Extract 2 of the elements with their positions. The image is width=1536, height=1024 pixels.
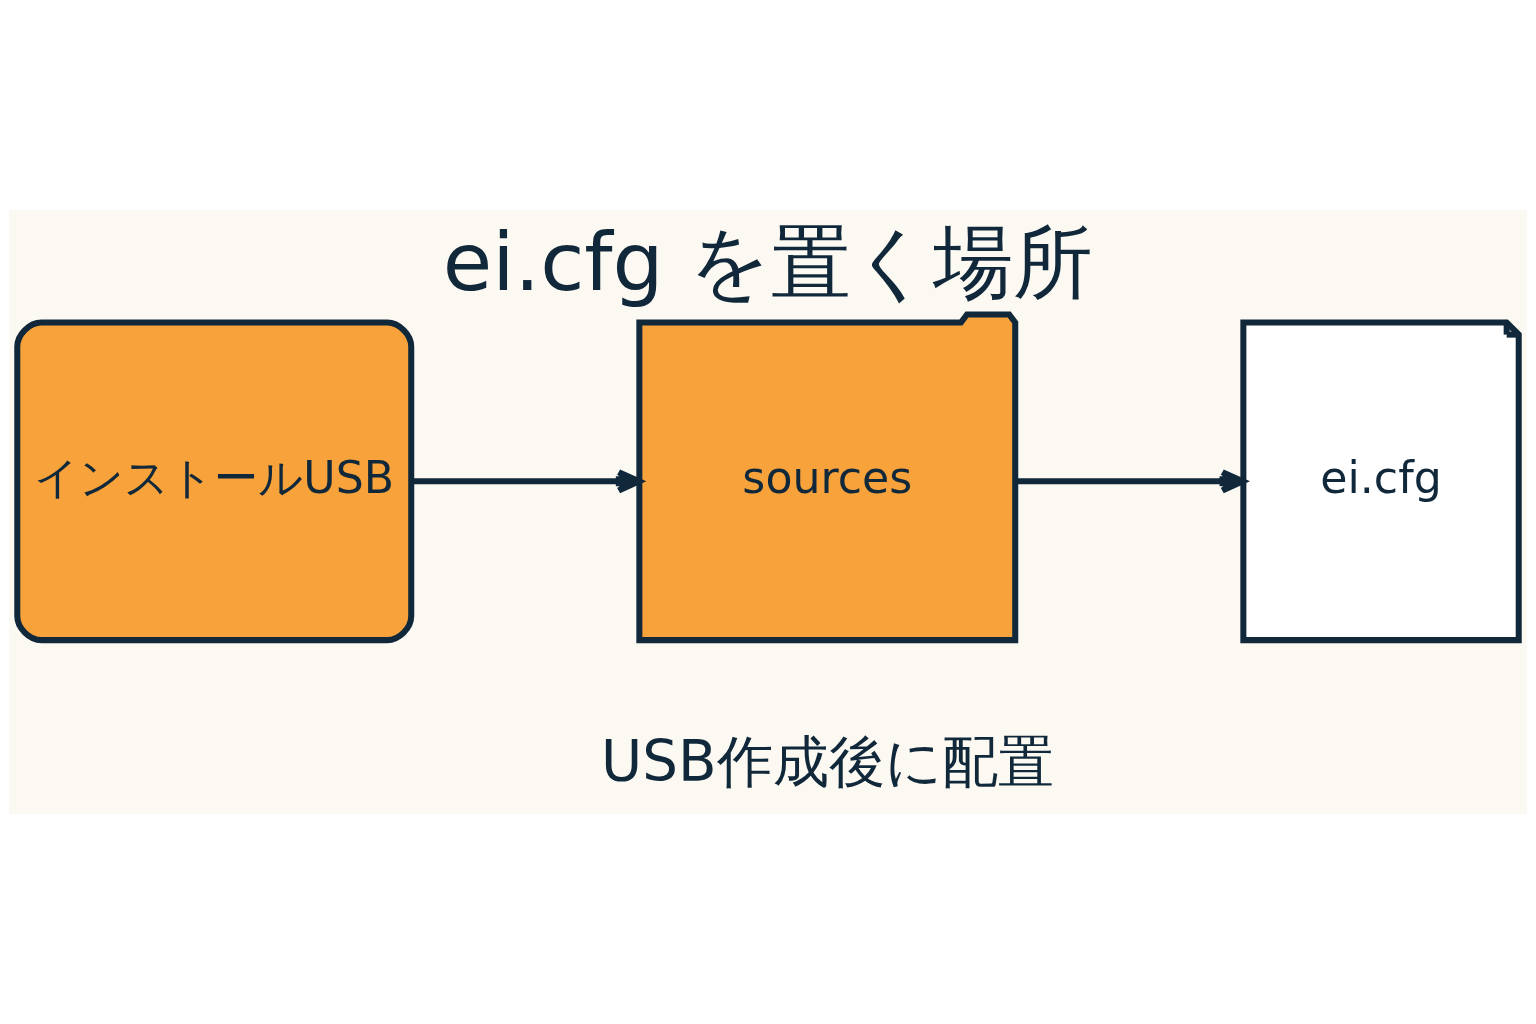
caption: USB作成後に配置 [601, 728, 1054, 794]
diagram-title: ei.cfg を置く場所 [442, 215, 1094, 310]
